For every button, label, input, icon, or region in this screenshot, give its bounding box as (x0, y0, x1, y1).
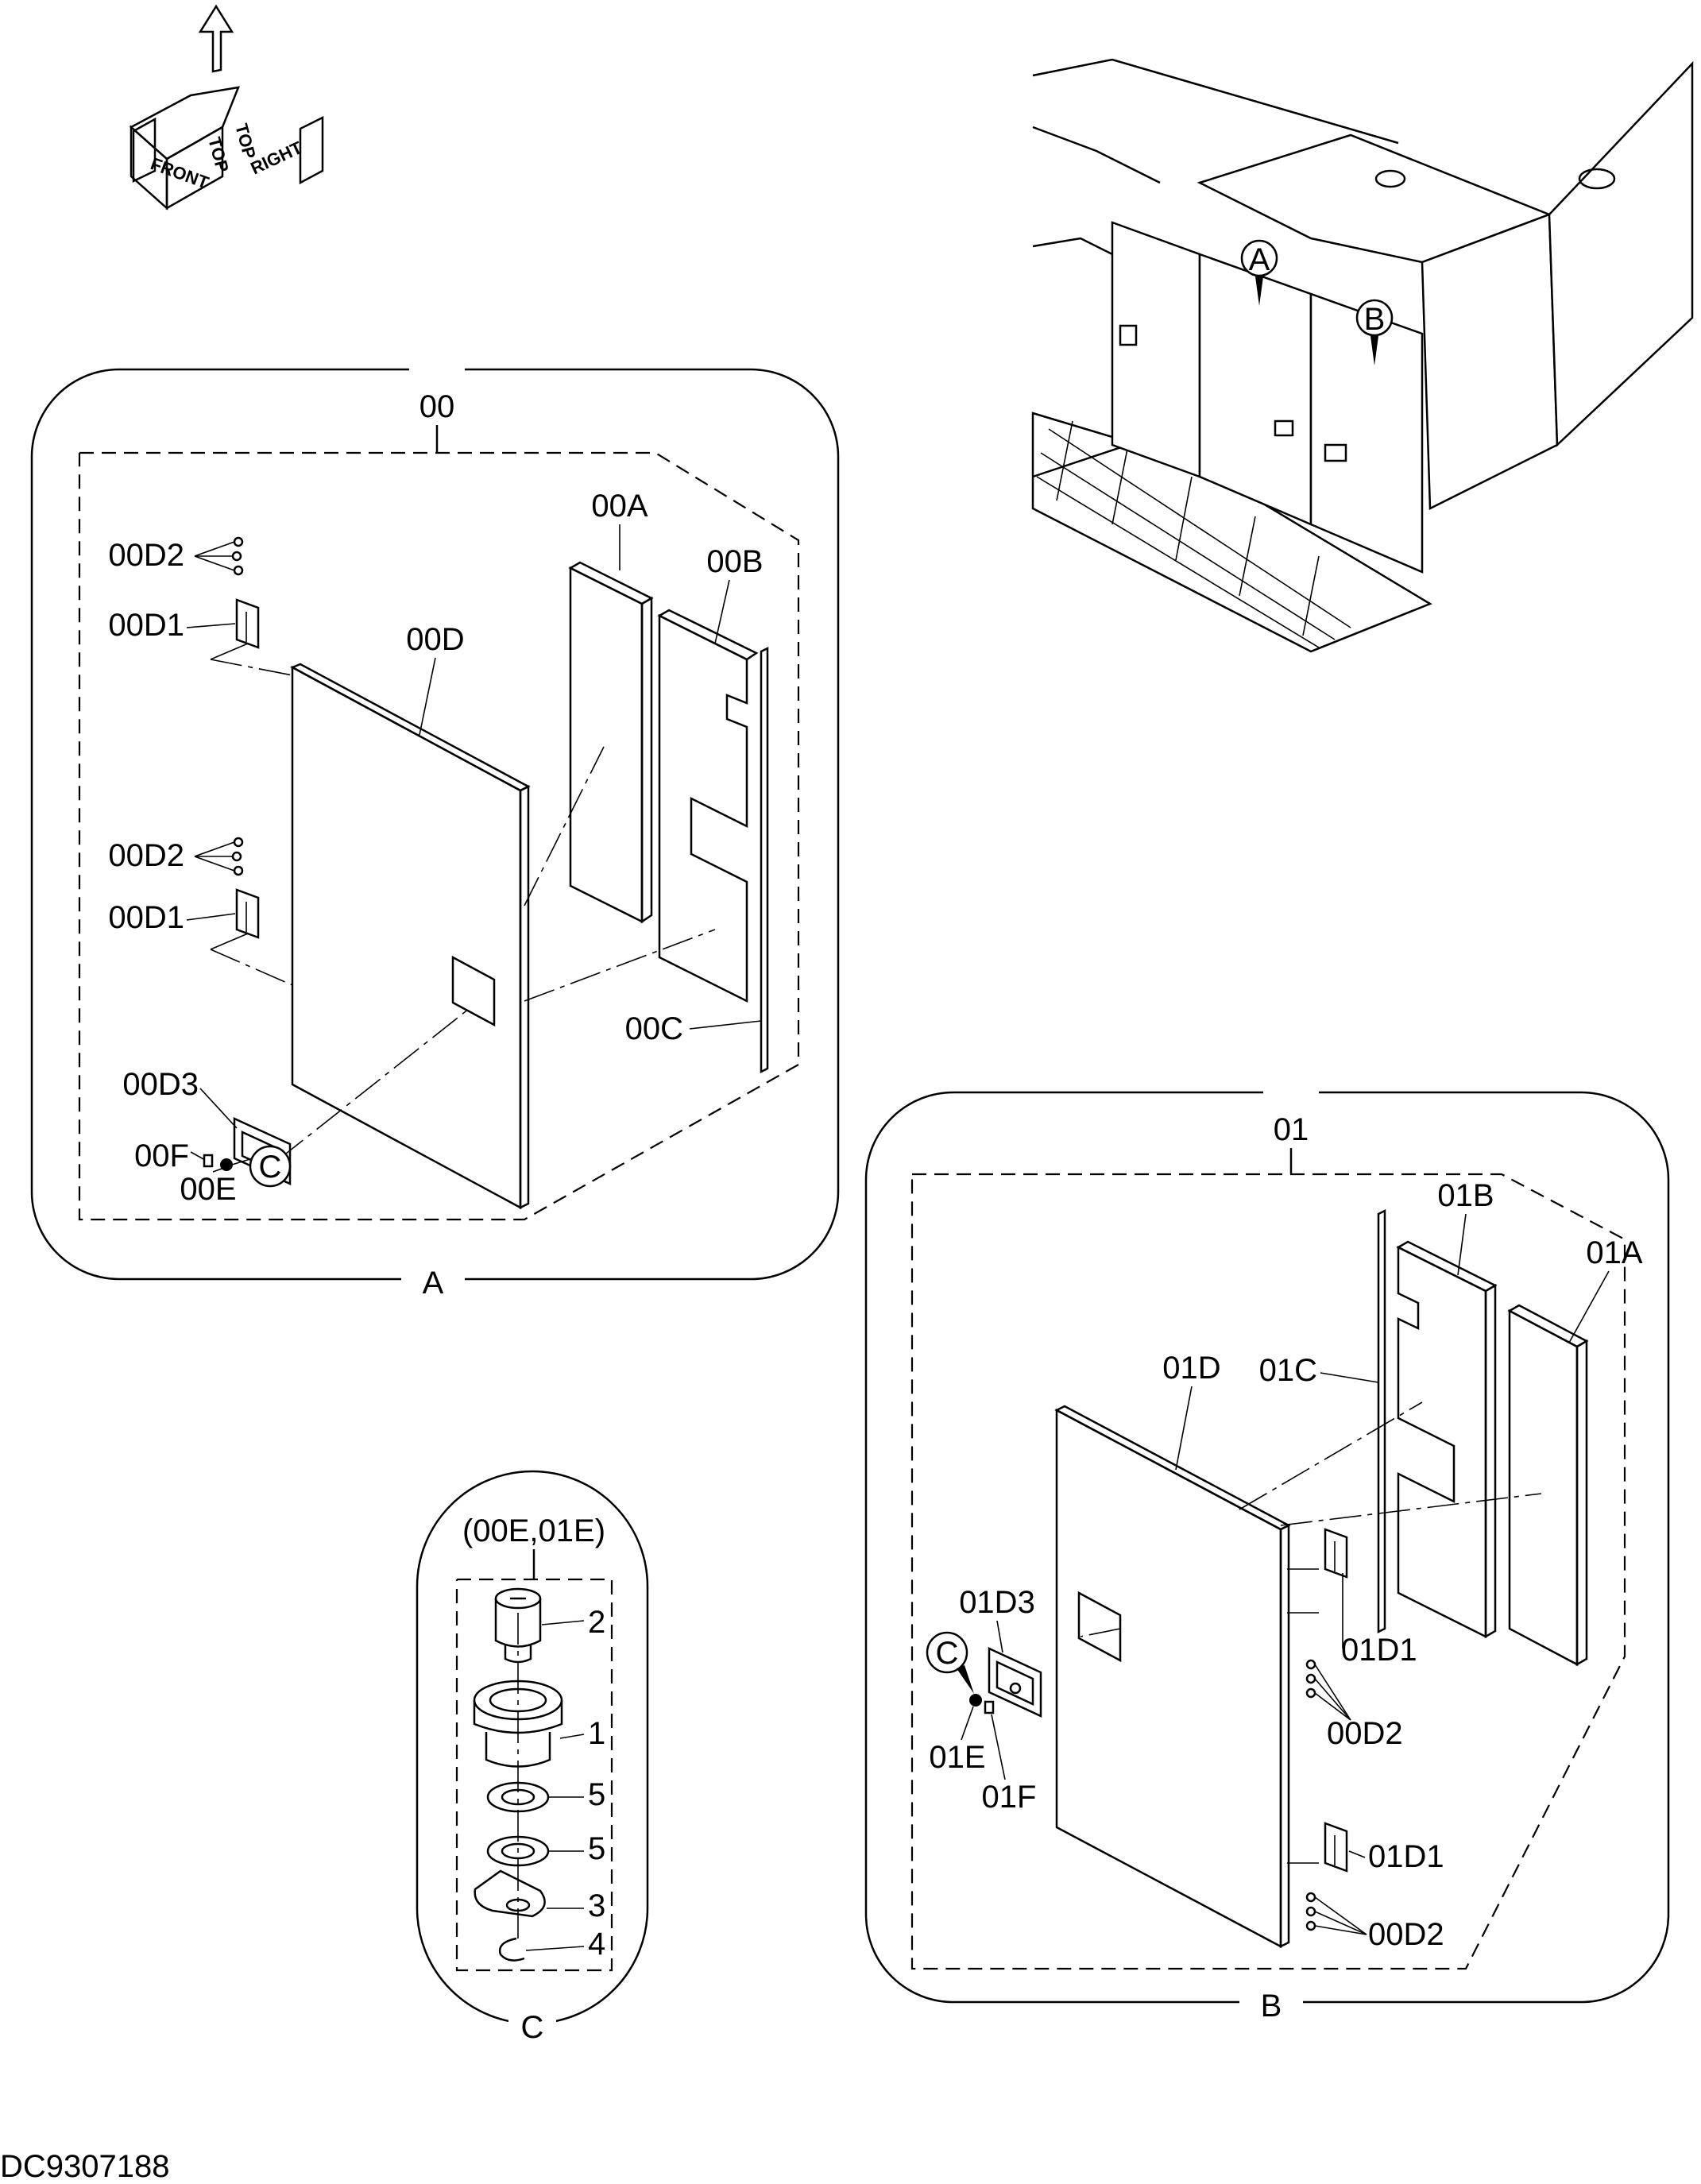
door-panel-01d (1055, 1408, 1282, 1949)
label-01f: 01F (982, 1780, 1037, 1815)
seal-00c (760, 646, 769, 1074)
label-00d3: 00D3 (122, 1067, 199, 1102)
label-00d2-upper: 00D2 (108, 538, 184, 573)
item-label-4: 4 (588, 1927, 605, 1962)
label-01d3: 01D3 (959, 1585, 1035, 1620)
view-b-group-label: 01 (1274, 1112, 1309, 1147)
label-00c: 00C (625, 1011, 683, 1046)
label-00d2-b-upper: 00D2 (1327, 1716, 1403, 1751)
hinge-01d1-lower (1324, 1822, 1348, 1873)
overview-marker-a: A (1240, 239, 1278, 306)
item-label-3: 3 (588, 1888, 605, 1923)
front-label: FRONT (148, 153, 211, 193)
label-00e: 00E (180, 1172, 236, 1207)
overview-marker-b: B (1355, 299, 1394, 365)
top-label-2: TOP (231, 122, 260, 161)
label-00b: 00B (706, 544, 763, 579)
retaining-clip (498, 1937, 525, 1962)
drawing-number: DC9307188 (0, 2149, 170, 2184)
label-00a: 00A (591, 489, 648, 524)
svg-text:B: B (1364, 302, 1386, 337)
rear-structure (1548, 60, 1694, 447)
insulation-00b (658, 613, 748, 1003)
detail-c-header: (00E,01E) (462, 1513, 605, 1548)
insulation-00a (569, 566, 644, 924)
svg-text:C: C (259, 1150, 282, 1185)
label-00d2-b-lower: 00D2 (1368, 1917, 1444, 1952)
label-00d: 00D (406, 622, 464, 657)
label-01a: 01A (1586, 1235, 1642, 1270)
item-label-1: 1 (588, 1716, 605, 1751)
insulation-01b (1397, 1245, 1487, 1639)
orientation-icon: FRONT TOP TOP RIGHT (129, 4, 324, 211)
label-01b: 01B (1437, 1178, 1494, 1213)
top-label-1: TOP (204, 135, 233, 175)
view-b-callout: B (1261, 1989, 1282, 2024)
insulation-01a (1508, 1308, 1579, 1667)
lock-01e (969, 1694, 982, 1707)
door-panel-00d (291, 665, 522, 1210)
detail-c-ref-a: C (231, 1145, 292, 1188)
detail-c-callout: C (521, 2010, 544, 2045)
side-panel (1111, 221, 1201, 478)
latch-mark-b (1324, 443, 1347, 462)
screws-00d2-lower (194, 837, 244, 876)
label-00d2-lower: 00D2 (108, 838, 184, 873)
detail-c-frame (416, 1470, 649, 2025)
latch-01d3 (988, 1647, 1042, 1718)
detail-c-ref-b: C (926, 1631, 974, 1694)
svg-text:A: A (1249, 242, 1270, 277)
walkway-grating (1036, 420, 1351, 648)
door-a (1198, 253, 1312, 526)
label-01d1-upper: 01D1 (1341, 1633, 1417, 1668)
hinge-00d1-upper (210, 598, 260, 660)
item-label-2: 2 (588, 1605, 605, 1640)
label-00d1-lower: 00D1 (108, 900, 184, 935)
label-00d1-upper: 00D1 (108, 608, 184, 643)
view-a-callout: A (423, 1266, 444, 1301)
clip-00f (203, 1154, 214, 1168)
screws-00d2-b-lower (1305, 1892, 1367, 1935)
cam-plate (474, 1869, 546, 1918)
view-a-group-label: 00 (419, 389, 455, 424)
item-label-5a: 5 (588, 1777, 605, 1812)
item-label-5b: 5 (588, 1831, 605, 1866)
label-01c: 01C (1259, 1353, 1317, 1388)
svg-text:C: C (936, 1636, 959, 1671)
detail-c-group: C (00E,01E) (416, 1470, 649, 2045)
label-00f: 00F (134, 1138, 189, 1173)
hinge-01d1-upper (1324, 1528, 1348, 1579)
machine-overview: A B (1031, 58, 1694, 653)
label-01d: 01D (1162, 1351, 1220, 1386)
screws-00d2-b-upper (1305, 1659, 1351, 1721)
view-b-group: B 01 (864, 1077, 1670, 2024)
cabinet-side (1421, 213, 1559, 510)
seal-01c (1377, 1208, 1386, 1634)
clip-01f (984, 1700, 995, 1714)
screws-00d2-upper (194, 536, 244, 576)
latch-mark-a (1274, 419, 1294, 437)
label-01e: 01E (929, 1740, 985, 1775)
view-a-group: A 00 (30, 354, 840, 1301)
label-01d1-lower: 01D1 (1368, 1839, 1444, 1874)
hinge-00d1-lower (210, 888, 260, 950)
latch-mark-side (1119, 324, 1138, 346)
